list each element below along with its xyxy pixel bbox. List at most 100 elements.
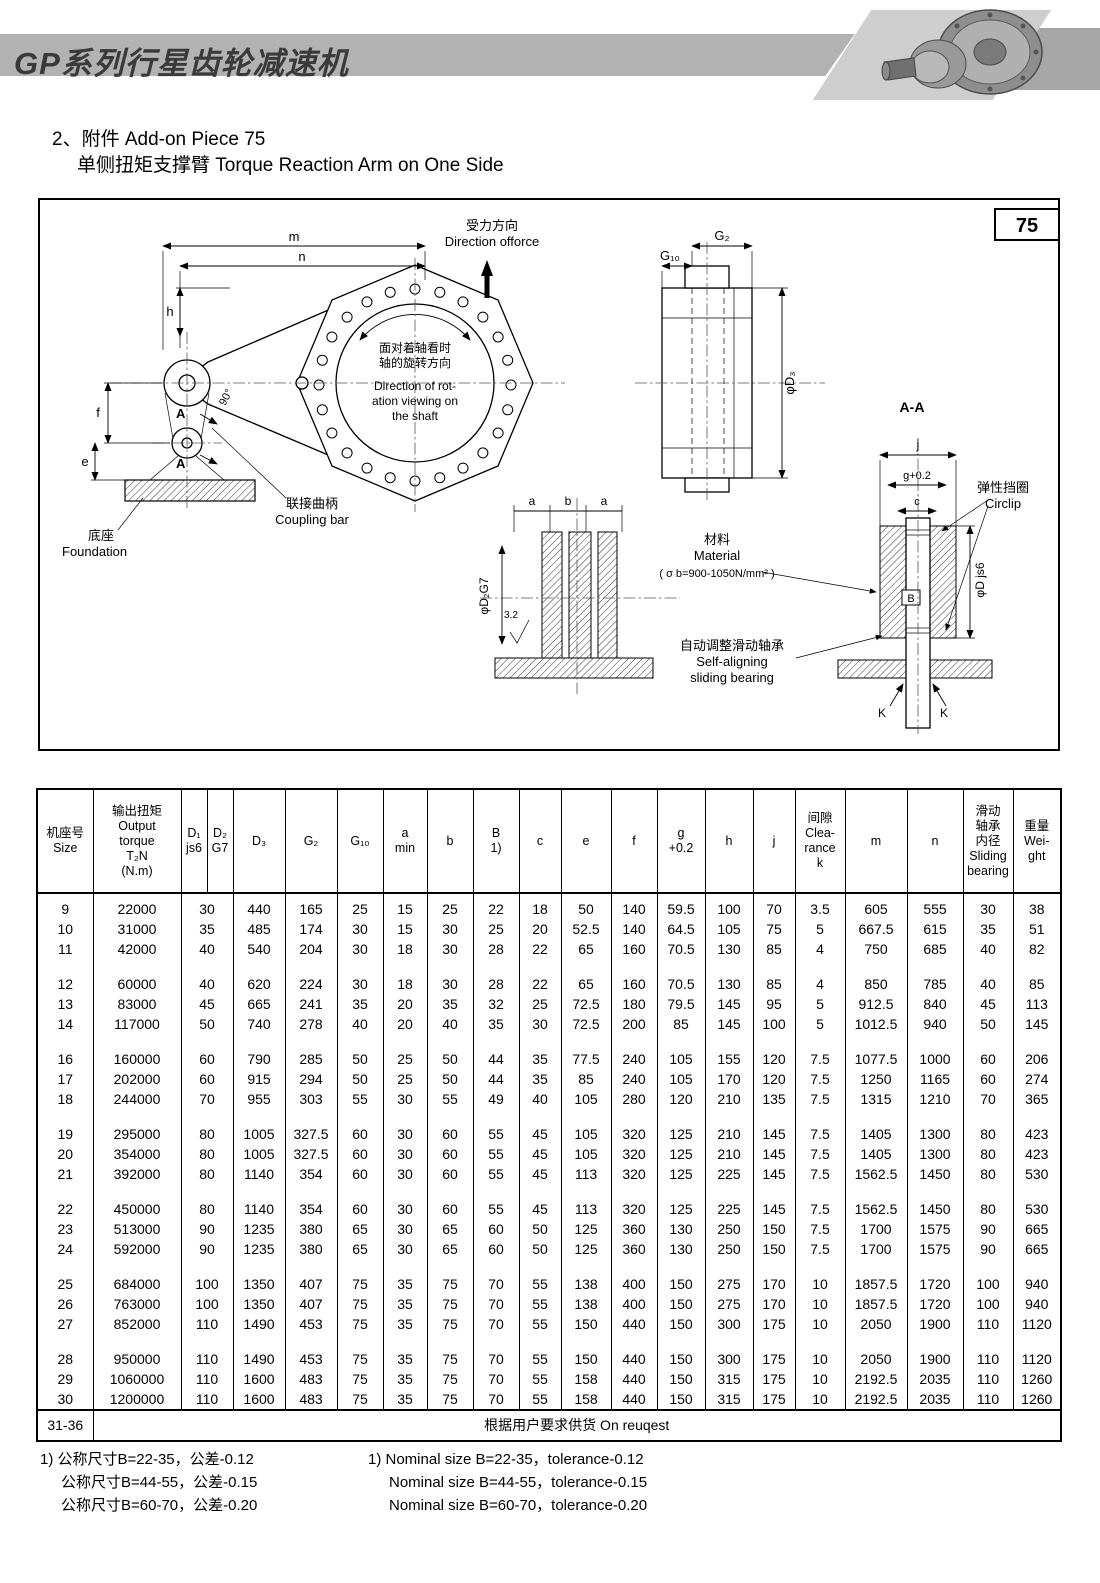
table-cell: 70 bbox=[472, 1334, 519, 1369]
table-cell: 35 bbox=[180, 919, 233, 939]
table-cell: 125 bbox=[656, 1144, 705, 1164]
table-cell: 1857.5 bbox=[844, 1294, 907, 1314]
table-cell: 2050 bbox=[844, 1314, 907, 1334]
table-cell: 60000 bbox=[92, 959, 181, 994]
table-cell: 225 bbox=[704, 1184, 753, 1219]
table-cell: 315 bbox=[704, 1369, 753, 1389]
table-cell: 50 bbox=[336, 1069, 383, 1089]
table-cell: 105 bbox=[560, 1144, 611, 1164]
table-cell: 90 bbox=[962, 1239, 1013, 1259]
table-cell: 175 bbox=[752, 1334, 795, 1369]
table-cell: 75 bbox=[426, 1389, 473, 1410]
table-cell: 1165 bbox=[906, 1069, 963, 1089]
table-cell: 60 bbox=[962, 1034, 1013, 1069]
table-cell: 117000 bbox=[92, 1014, 181, 1034]
table-cell: 275 bbox=[704, 1294, 753, 1314]
table-cell: 423 bbox=[1012, 1109, 1061, 1144]
table-cell: 423 bbox=[1012, 1144, 1061, 1164]
table-cell: 14 bbox=[36, 1014, 93, 1034]
table-cell: 1235 bbox=[232, 1239, 285, 1259]
table-cell: 130 bbox=[704, 959, 753, 994]
table-cell: 105 bbox=[560, 1089, 611, 1109]
table-cell: 1120 bbox=[1012, 1334, 1061, 1369]
table-cell: 125 bbox=[656, 1164, 705, 1184]
table-cell: 665 bbox=[1012, 1239, 1061, 1259]
table-cell: 1250 bbox=[844, 1069, 907, 1089]
table-cell: 35 bbox=[472, 1014, 519, 1034]
table-cell: 25 bbox=[382, 1069, 427, 1089]
table-cell: 12 bbox=[36, 959, 93, 994]
table-cell: 1260 bbox=[1012, 1369, 1061, 1389]
table-cell: 35 bbox=[518, 1069, 561, 1089]
table-cell: 45 bbox=[518, 1164, 561, 1184]
table-cell: 145 bbox=[752, 1144, 795, 1164]
table-cell: 30 bbox=[382, 1089, 427, 1109]
table-cell: 160 bbox=[610, 939, 657, 959]
table-cell: 1315 bbox=[844, 1089, 907, 1109]
table-cell: 30 bbox=[382, 1184, 427, 1219]
table-cell: 155 bbox=[704, 1034, 753, 1069]
table-cell: 105 bbox=[560, 1109, 611, 1144]
table-cell: 40 bbox=[962, 939, 1013, 959]
table-cell: 49 bbox=[472, 1089, 519, 1109]
table-cell: 1005 bbox=[232, 1109, 285, 1144]
table-cell: 174 bbox=[284, 919, 337, 939]
table-cell: 75 bbox=[336, 1369, 383, 1389]
table-cell: 150 bbox=[560, 1334, 611, 1369]
table-cell: 1562.5 bbox=[844, 1164, 907, 1184]
table-cell: 1350 bbox=[232, 1294, 285, 1314]
table-cell: 392000 bbox=[92, 1164, 181, 1184]
table-cell: 60 bbox=[180, 1034, 233, 1069]
table-cell: 204 bbox=[284, 939, 337, 959]
table-cell: 1120 bbox=[1012, 1314, 1061, 1334]
table-cell: 50 bbox=[518, 1239, 561, 1259]
table-cell: 790 bbox=[232, 1034, 285, 1069]
table-cell: 110 bbox=[962, 1389, 1013, 1410]
table-cell: 11 bbox=[36, 939, 93, 959]
circlip-en: Circlip bbox=[985, 496, 1021, 511]
table-cell: 80 bbox=[180, 1184, 233, 1219]
table-cell: 44 bbox=[472, 1034, 519, 1069]
table-cell: 140 bbox=[610, 893, 657, 919]
table-cell: 840 bbox=[906, 994, 963, 1014]
table-cell: 23 bbox=[36, 1219, 93, 1239]
table-cell: 30 bbox=[382, 1219, 427, 1239]
foundation-en: Foundation bbox=[62, 544, 127, 559]
table-cell: 158 bbox=[560, 1389, 611, 1410]
table-cell: 175 bbox=[752, 1369, 795, 1389]
table-cell: 85 bbox=[1012, 959, 1061, 994]
dim-djs6: φD js6 bbox=[973, 562, 987, 597]
table-cell: 55 bbox=[518, 1314, 561, 1334]
material-spec: ( σ b=900-1050N/mm² ) bbox=[659, 568, 774, 580]
table-cell: 274 bbox=[1012, 1069, 1061, 1089]
table-cell: 113 bbox=[560, 1164, 611, 1184]
table-cell: 5 bbox=[794, 1014, 845, 1034]
table-cell: 1575 bbox=[906, 1219, 963, 1239]
dim-d3: φD₃ bbox=[782, 371, 797, 394]
table-cell: 95 bbox=[752, 994, 795, 1014]
table-cell: 440 bbox=[232, 893, 285, 919]
table-cell: 30 bbox=[426, 959, 473, 994]
table-cell: 83000 bbox=[92, 994, 181, 1014]
table-cell: 7.5 bbox=[794, 1034, 845, 1069]
table-cell: 2035 bbox=[906, 1389, 963, 1410]
table-cell: 55 bbox=[518, 1389, 561, 1410]
table-cell: 35 bbox=[426, 994, 473, 1014]
table-cell: 1300 bbox=[906, 1144, 963, 1164]
bearing-en-1: Self-aligning bbox=[696, 654, 768, 669]
table-cell: 145 bbox=[752, 1184, 795, 1219]
table-cell: 7.5 bbox=[794, 1089, 845, 1109]
rotation-note-en-1: Direction of rot- bbox=[374, 379, 456, 393]
table-cell: 25 bbox=[472, 919, 519, 939]
footnotes-en: 1) Nominal size B=22-35，tolerance-0.12 N… bbox=[368, 1448, 647, 1517]
dim-g10: G₁₀ bbox=[660, 248, 680, 263]
table-cell: 35 bbox=[382, 1369, 427, 1389]
table-cell: 55 bbox=[426, 1089, 473, 1109]
table-cell: 320 bbox=[610, 1144, 657, 1164]
